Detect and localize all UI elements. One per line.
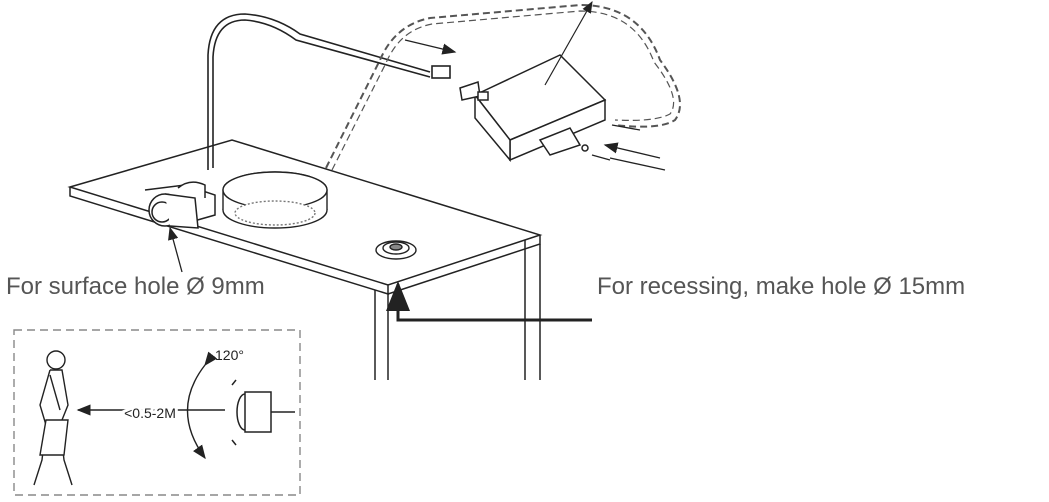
power-cable <box>207 13 451 170</box>
person-icon <box>33 350 73 486</box>
sensor-icon <box>144 181 216 229</box>
arrow-icon <box>603 142 661 159</box>
recess-hole-caption: For recessing, make hole Ø 15mm <box>597 273 966 300</box>
distance-label: <0.5-2M <box>124 405 176 421</box>
angle-arc <box>186 351 218 460</box>
recess-pointer-line <box>386 281 592 322</box>
driver-pointer-line <box>544 0 593 86</box>
sensor-icon <box>231 379 295 446</box>
driver-box <box>459 54 607 163</box>
arrow-icon <box>404 39 457 55</box>
angle-label: 120° <box>215 347 244 363</box>
detection-range-inset: <0.5-2M 120° <box>13 329 301 496</box>
surface-hole-caption: For surface hole Ø 9mm <box>6 273 265 300</box>
dashed-cable-route <box>325 3 681 169</box>
surface-pointer-line <box>168 226 183 273</box>
recessed-sensor <box>375 240 417 260</box>
connector-wires <box>591 124 666 171</box>
downlight-fixture <box>222 171 328 229</box>
